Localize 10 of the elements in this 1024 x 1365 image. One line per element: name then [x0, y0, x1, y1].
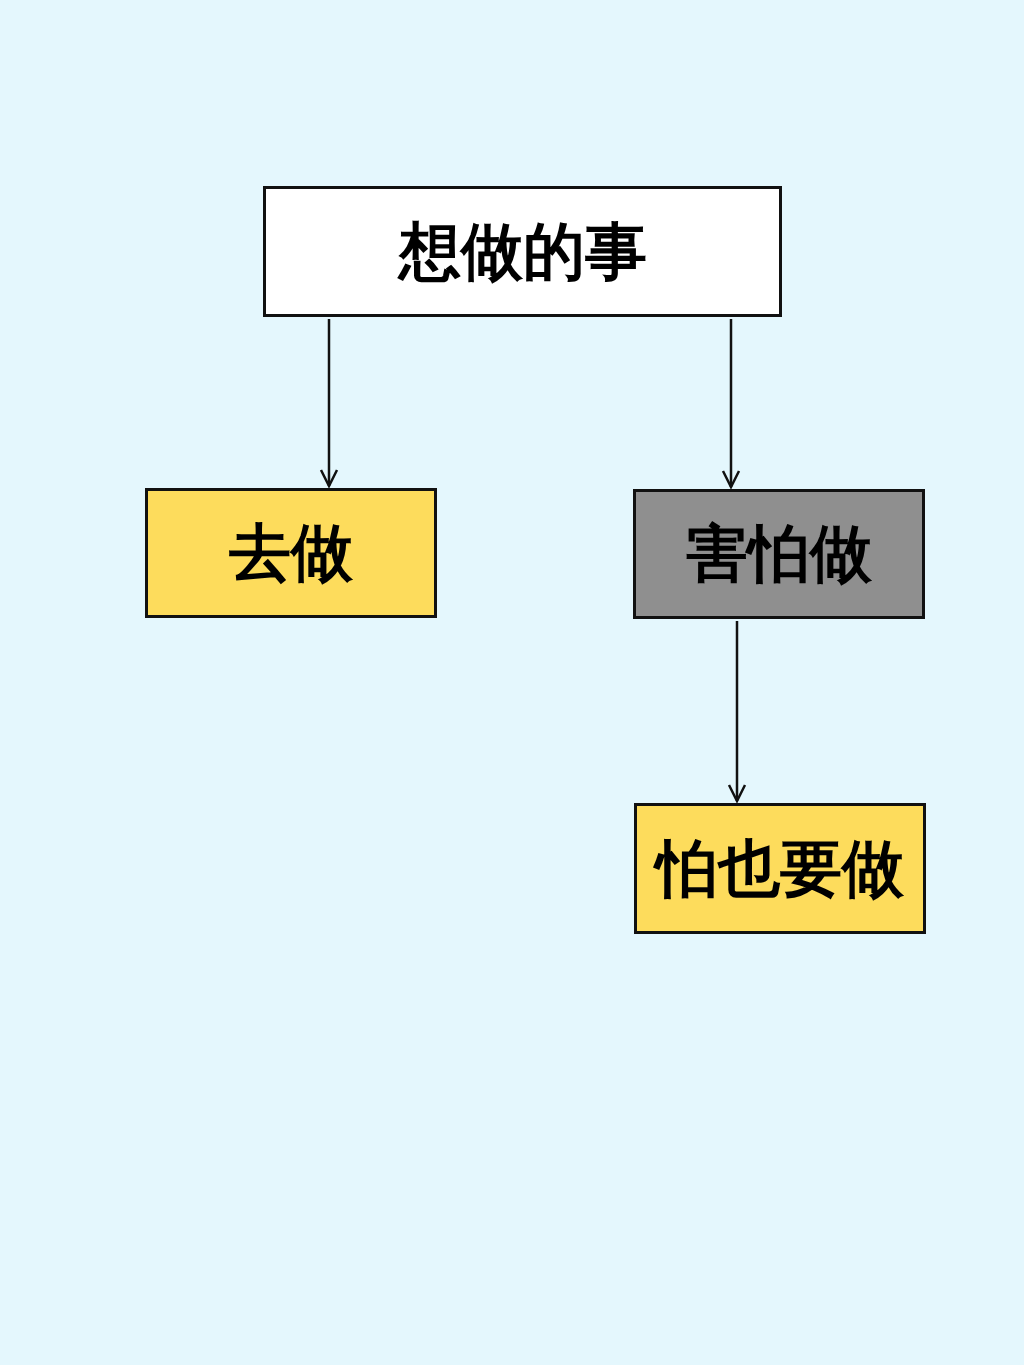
arrow — [727, 621, 747, 803]
process-box — [633, 489, 925, 619]
process-box — [263, 186, 782, 317]
process-box — [145, 488, 437, 618]
box-label: 去做 — [229, 522, 353, 584]
arrow — [319, 319, 339, 488]
box-label: 害怕做 — [686, 523, 872, 585]
box-label: 想做的事 — [398, 220, 647, 283]
arrow — [721, 319, 741, 489]
process-box — [634, 803, 926, 934]
